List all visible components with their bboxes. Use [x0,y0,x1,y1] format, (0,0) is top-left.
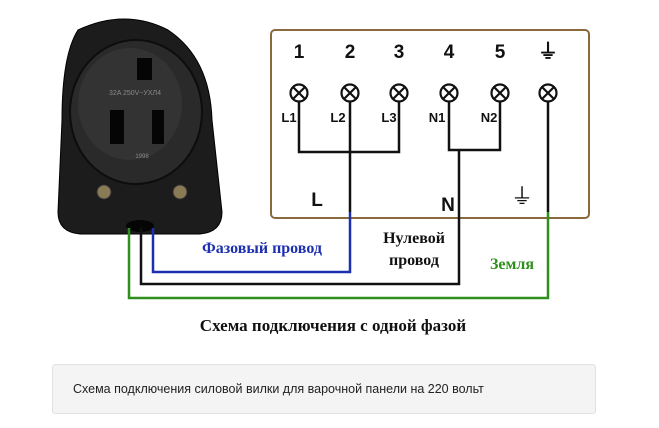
jumper-wires [297,102,550,212]
terminal-number-4: 4 [444,42,455,63]
terminal-number-3: 3 [394,42,405,63]
ground-wire-label: Земля [490,256,534,273]
terminal-label-l1: L1 [281,110,296,125]
image-caption-box: Схема подключения силовой вилки для варо… [52,364,596,414]
terminal-screw-icon [439,83,459,103]
terminal-ground-symbol: ⏚ [538,40,558,63]
plug-screw-right-icon [172,184,188,200]
power-plug-image: 32A 250V~УХЛ4 1998 [57,18,223,235]
terminal-label-l3: L3 [381,110,396,125]
terminal-label-n2: N2 [481,110,498,125]
neutral-bus-label: N [441,195,455,216]
phase-wire [151,212,352,274]
neutral-wire-label-line2: провод [389,252,439,269]
terminal-number-5: 5 [495,42,506,63]
terminal-block-frame [270,29,590,219]
terminal-screw-icons [289,83,558,103]
terminal-number-1: 1 [294,42,305,63]
terminal-screw-icon [340,83,360,103]
neutral-wire-label-line1: Нулевой [383,230,445,247]
terminal-number-2: 2 [345,42,356,63]
plug-marking: 32A 250V~УХЛ4 [109,90,161,97]
image-caption: Схема подключения силовой вилки для варо… [73,382,484,396]
plug-screw-left-icon [96,184,112,200]
ground-wire [127,212,550,300]
diagram-title: Схема подключения с одной фазой [200,316,467,335]
terminal-screw-icon [289,83,309,103]
terminal-screw-icon [490,83,510,103]
plug-year-marking: 1998 [135,154,149,160]
neutral-wire [139,212,461,286]
ground-bus-symbol: ⏚ [511,184,533,209]
terminal-screw-icon [389,83,409,103]
terminal-label-n1: N1 [429,110,446,125]
phase-bus-label: L [311,190,323,211]
terminal-label-l2: L2 [330,110,345,125]
phase-wire-label: Фазовый провод [202,240,322,257]
terminal-screw-icon [538,83,558,103]
